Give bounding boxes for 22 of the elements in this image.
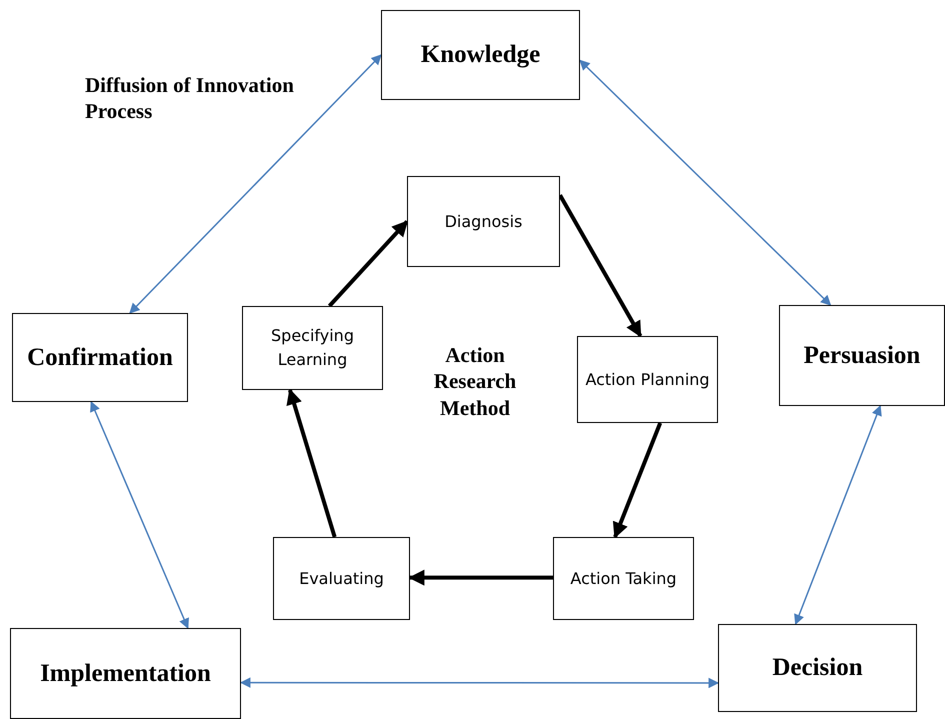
process-box: Diagnosis (407, 176, 560, 267)
arrow (558, 194, 642, 338)
process-box: Knowledge (381, 10, 580, 100)
process-box: Specifying Learning (242, 306, 383, 390)
arrow (328, 220, 408, 308)
arrow (794, 405, 882, 625)
arrow (286, 388, 337, 538)
arrow (612, 422, 662, 538)
arrow (579, 60, 832, 306)
process-box: Decision (718, 624, 917, 712)
arrow (129, 54, 382, 314)
process-box: Action Taking (553, 537, 694, 620)
arrow (90, 401, 189, 629)
process-box: Persuasion (779, 305, 945, 406)
diagram-label: Diffusion of Innovation Process (85, 72, 295, 124)
process-box: Action Planning (577, 336, 718, 423)
arrow (408, 570, 553, 586)
arrow (240, 677, 720, 688)
process-box: Evaluating (273, 537, 410, 620)
diagram-label: Action Research Method (432, 342, 518, 421)
process-box: Implementation (10, 628, 241, 719)
process-box: Confirmation (12, 313, 188, 402)
